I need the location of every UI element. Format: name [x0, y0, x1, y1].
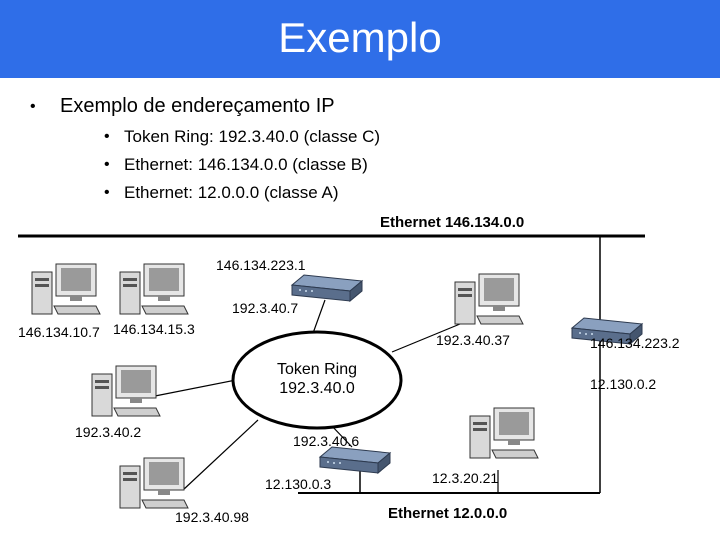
host-c-address: 192.3.40.37: [436, 332, 510, 348]
host-f-pc-icon: [470, 408, 538, 458]
host-b-address: 146.134.15.3: [113, 321, 195, 337]
router1-top-address: 146.134.223.1: [216, 257, 306, 273]
ethernet-bottom-label: Ethernet 12.0.0.0: [388, 505, 507, 522]
router2-top-address: 146.134.223.2: [590, 335, 680, 351]
host-d-pc-icon: [92, 366, 160, 416]
host-a-pc-icon: [32, 264, 100, 314]
host-e-pc-icon: [120, 458, 188, 508]
token-ring-address: 192.3.40.0: [279, 380, 355, 397]
router3-icon: [320, 447, 390, 473]
router3-ring-address: 192.3.40.6: [293, 433, 359, 449]
host-e-address: 192.3.40.98: [175, 509, 249, 525]
router1-icon: [292, 275, 362, 301]
host-c-pc-icon: [455, 274, 523, 324]
host-d-address: 192.3.40.2: [75, 424, 141, 440]
host-a-address: 146.134.10.7: [18, 324, 100, 340]
host-e-ring-link: [183, 420, 258, 490]
host-b-pc-icon: [120, 264, 188, 314]
router3-bottom-address: 12.130.0.3: [265, 476, 331, 492]
token-ring-label: Token Ring: [277, 361, 357, 378]
host-d-ring-link: [155, 380, 236, 396]
router2-bottom-address: 12.130.0.2: [590, 376, 656, 392]
ethernet-top-label: Ethernet 146.134.0.0: [380, 214, 524, 231]
host-f-address: 12.3.20.21: [432, 470, 498, 486]
router1-ring-address: 192.3.40.7: [232, 300, 298, 316]
